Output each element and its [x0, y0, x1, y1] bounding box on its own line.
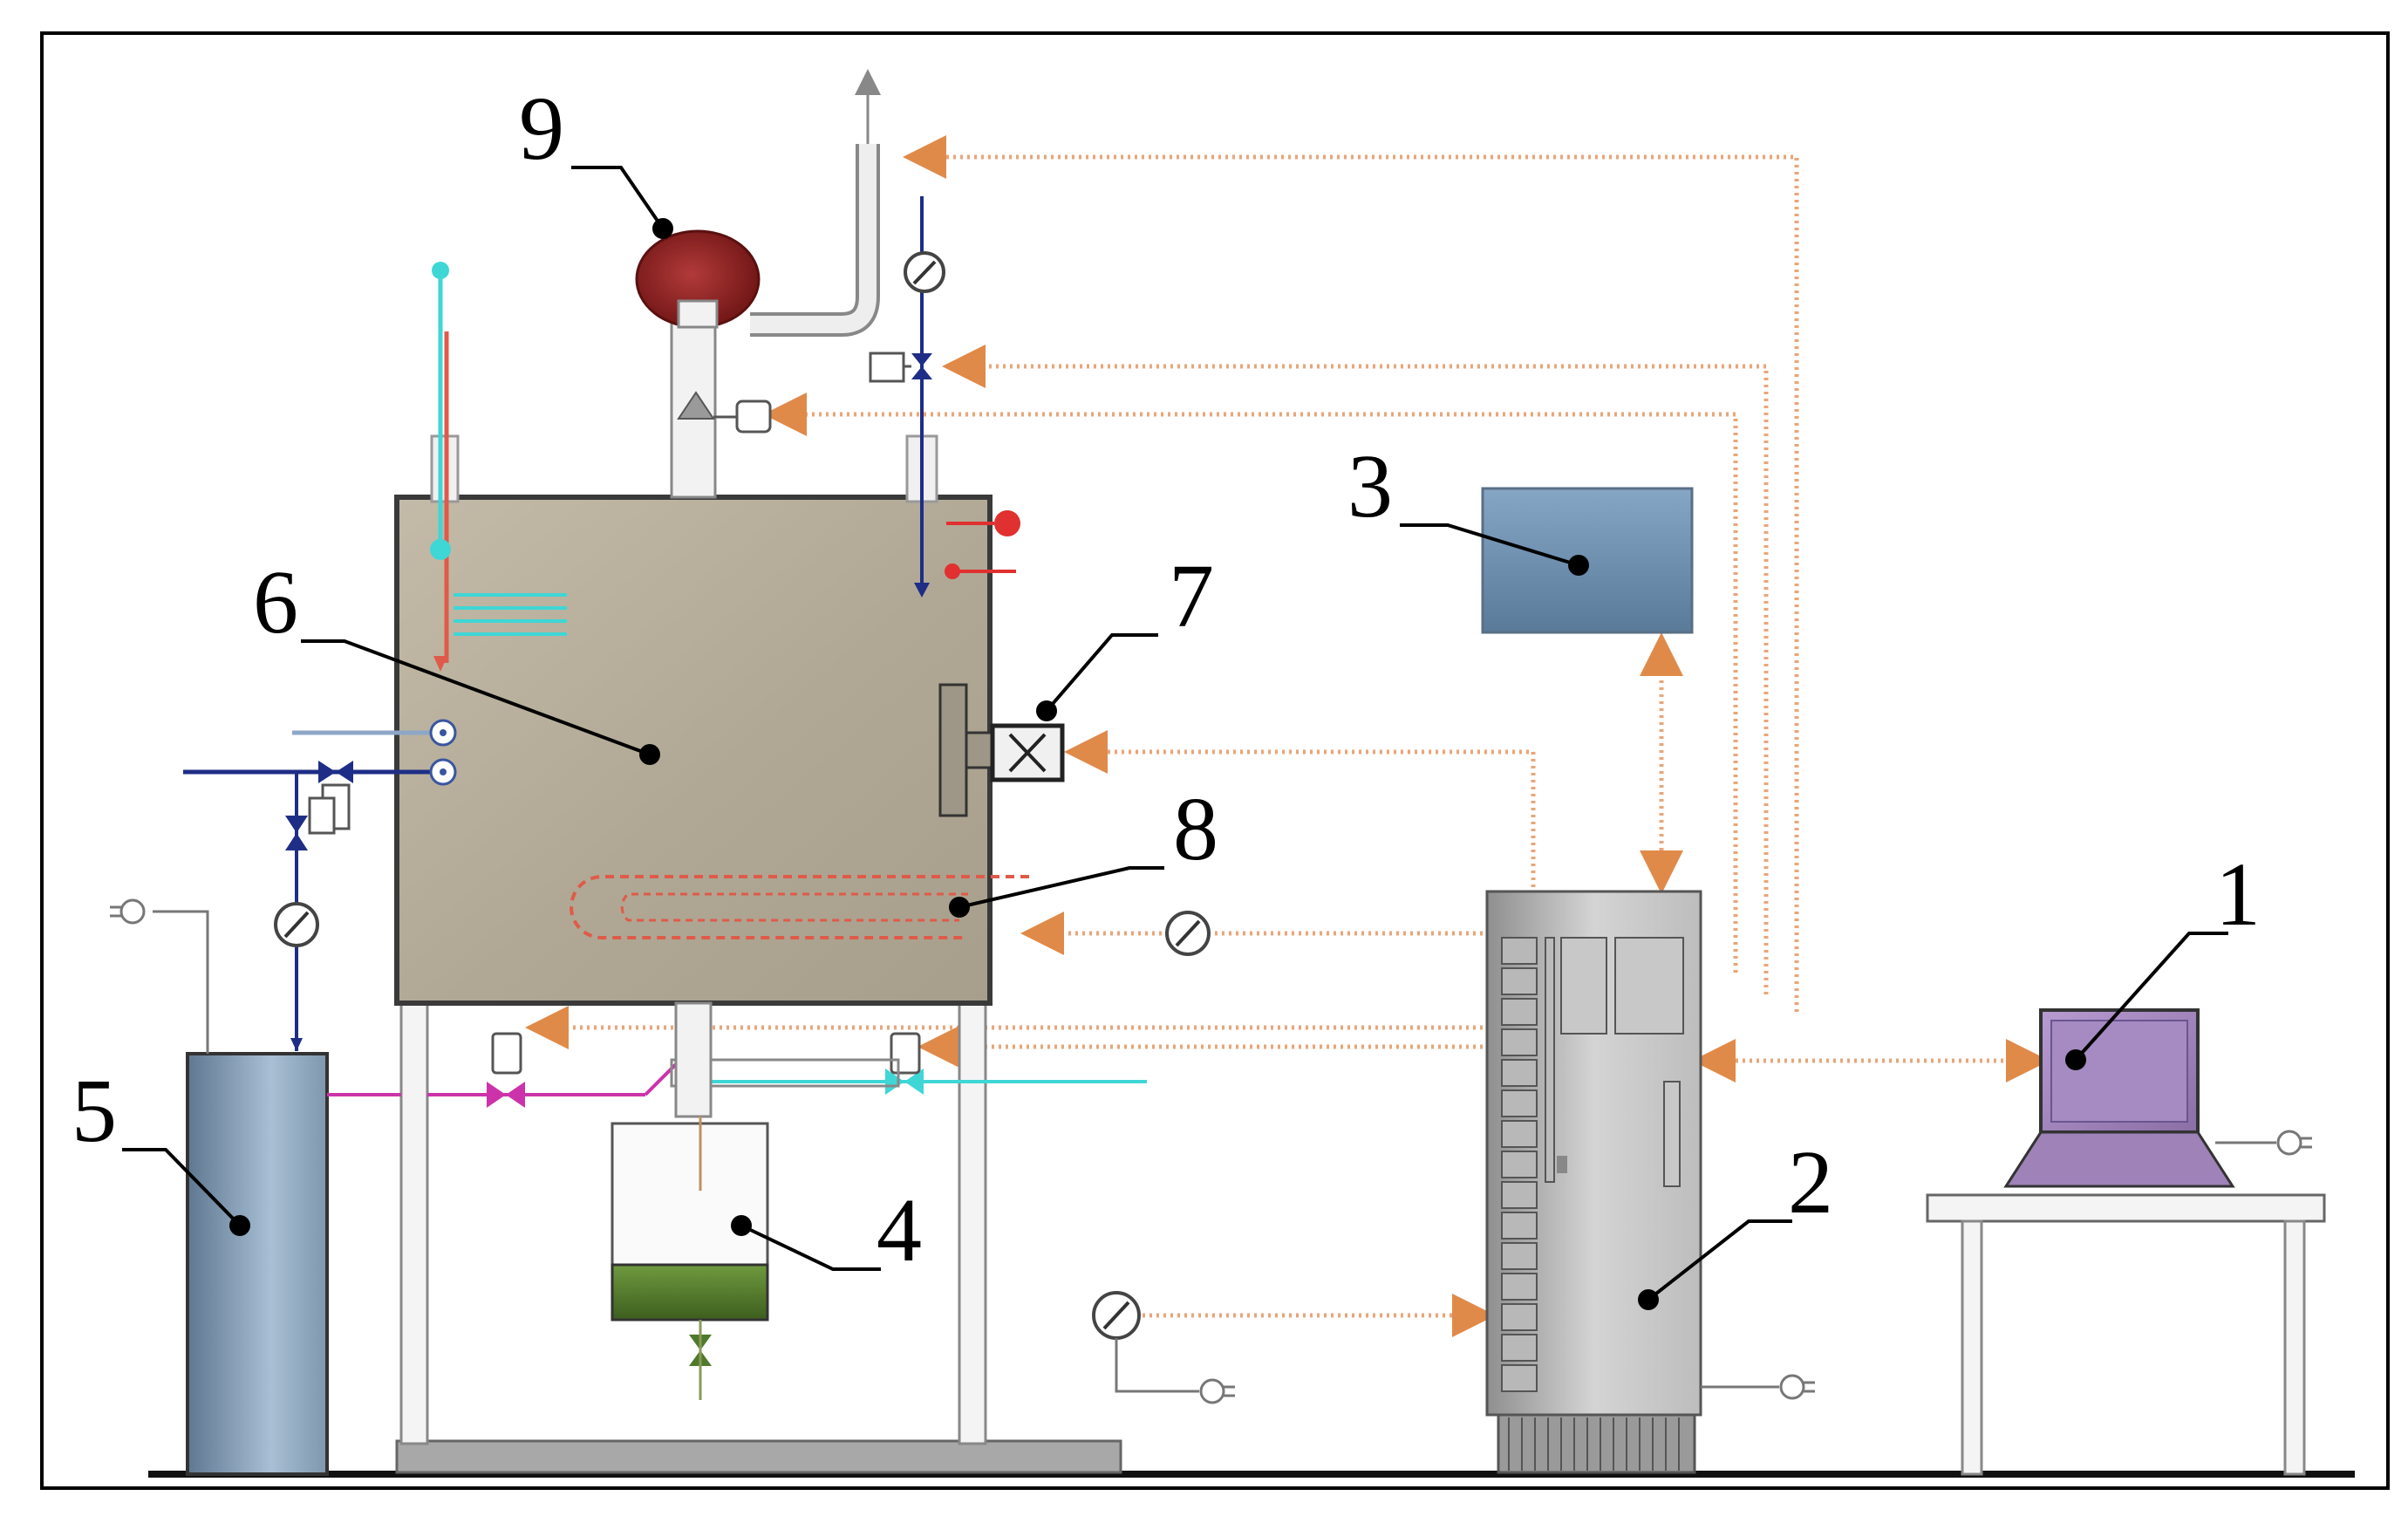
heater-element-inner [620, 892, 968, 922]
vacuum-pump-9 [635, 69, 881, 499]
label-1: 1 [2215, 844, 2261, 945]
label-8: 8 [1173, 779, 1218, 879]
heater-element-8 [570, 875, 1029, 939]
left-inlet-lines [183, 719, 457, 1051]
figure-frame [40, 31, 2390, 1490]
top-right-line [869, 196, 1020, 598]
label-5: 5 [72, 1061, 117, 1161]
bottom-gauge [1092, 1291, 1235, 1404]
label-4: 4 [877, 1180, 922, 1281]
cooling-inlet-pipe [430, 262, 567, 672]
label-9: 9 [519, 79, 564, 179]
label-2: 2 [1788, 1132, 1833, 1233]
tank-5 [110, 898, 329, 1476]
label-6: 6 [253, 552, 298, 652]
laptop-1 [1926, 1008, 2326, 1476]
label-7: 7 [1169, 546, 1214, 646]
callout-dots [229, 218, 2086, 1310]
controller-cabinet-2 [1485, 890, 1815, 1474]
chamber-6 [394, 495, 994, 1445]
floor-base-plate [395, 1439, 1122, 1474]
element-7-actuator [990, 723, 1065, 782]
label-3: 3 [1347, 436, 1393, 536]
callout-leaders [122, 166, 2228, 1301]
heater-gauge [1165, 911, 1211, 956]
